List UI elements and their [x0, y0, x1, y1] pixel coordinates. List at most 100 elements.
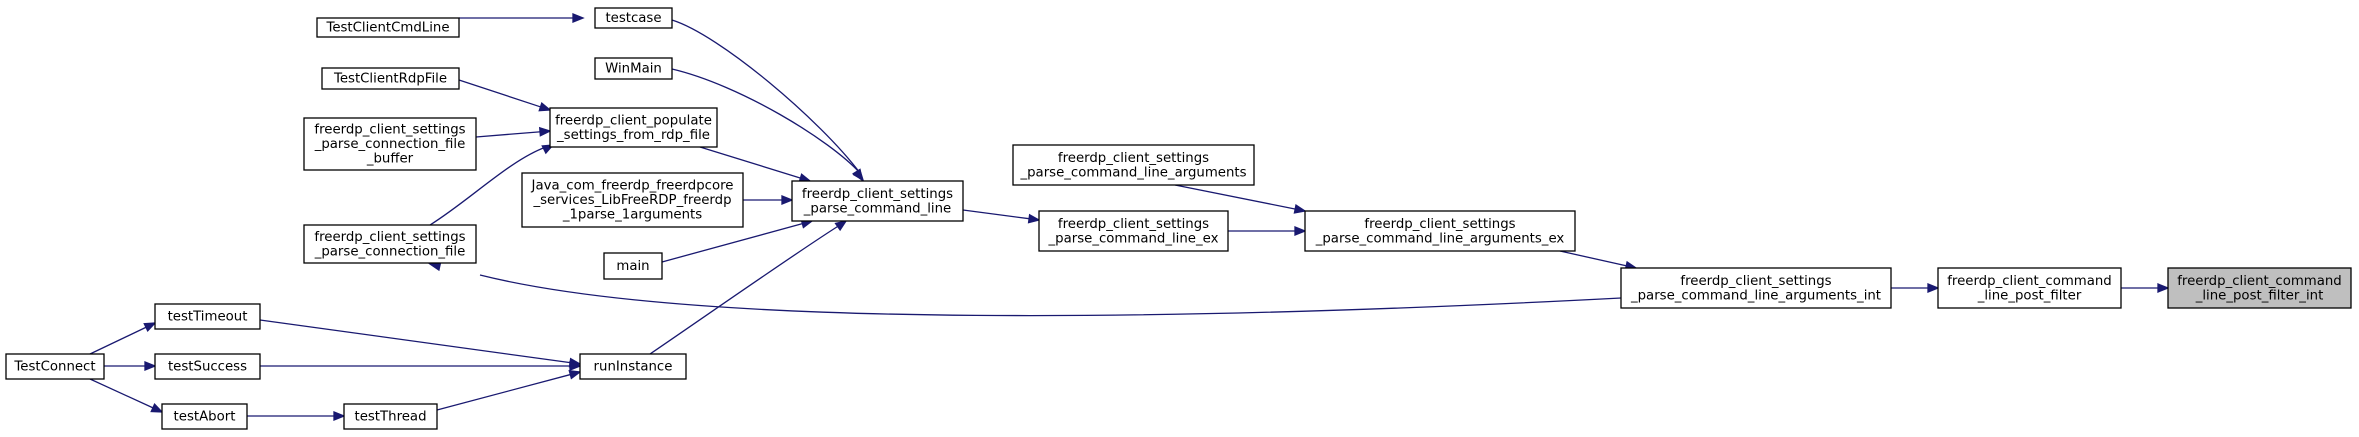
node-testconnect-box[interactable] — [5, 353, 105, 380]
node-parse-connection-file[interactable]: freerdp_client_settings_parse_connection… — [303, 224, 477, 264]
node-testthread-box[interactable] — [343, 403, 438, 430]
edge-parse-command-line-arguments-int-to-parse-connection-file-line — [479, 274, 1622, 317]
node-java-parse-arguments-label-line-0: Java_com_freerdp_freerdpcore — [531, 179, 734, 194]
node-runinstance[interactable]: runInstance — [579, 353, 687, 380]
node-testcase[interactable]: testcase — [594, 7, 673, 29]
node-parse-command-line-arguments[interactable]: freerdp_client_settings_parse_command_li… — [1012, 144, 1255, 186]
node-java-parse-arguments-box[interactable] — [521, 172, 744, 228]
edge-winmain-to-parse-command-line — [671, 68, 865, 182]
node-java-parse-arguments-label-line-1: _services_LibFreeRDP_freerdp — [532, 193, 731, 208]
edge-testconnect-to-testabort-arrowhead — [150, 403, 164, 413]
edge-parse-command-line-arguments-to-parse-command-line-arguments-ex-arrowhead — [1293, 204, 1307, 214]
node-winmain-label-line-0: WinMain — [605, 62, 662, 77]
node-parse-command-line[interactable]: freerdp_client_settings_parse_command_li… — [791, 180, 964, 222]
node-testsuccess-box[interactable] — [154, 353, 261, 380]
node-main[interactable]: main — [603, 252, 663, 280]
edge-command-line-post-filter-to-command-line-post-filter-int — [2121, 283, 2170, 293]
node-parse-command-line-ex-label-line-1: _parse_command_line_ex — [1048, 231, 1219, 246]
edge-testsuccess-to-runinstance-arrowhead — [569, 361, 582, 371]
node-testconnect-label-line-0: TestConnect — [13, 360, 95, 375]
edge-parse-command-line-ex-to-parse-command-line-arguments-ex-arrowhead — [1294, 226, 1307, 236]
node-parse-connection-file-buffer-label-line-1: _parse_connection_file — [314, 137, 466, 152]
node-parse-connection-file-buffer-label-line-0: freerdp_client_settings — [314, 123, 465, 138]
edge-parse-command-line-arguments-ex-to-parse-command-line-arguments-int-line — [1559, 250, 1628, 267]
node-parse-command-line-ex[interactable]: freerdp_client_settings_parse_command_li… — [1038, 210, 1229, 252]
edge-runinstance-to-parse-command-line-line — [649, 224, 841, 355]
node-command-line-post-filter[interactable]: freerdp_client_command_line_post_filter — [1937, 267, 2122, 309]
edge-runinstance-to-parse-command-line-arrowhead — [834, 219, 848, 232]
edge-parse-command-line-arguments-ex-to-parse-command-line-arguments-int — [1559, 250, 1638, 271]
node-parse-command-line-arguments-box[interactable] — [1012, 144, 1255, 186]
edge-testconnect-to-testtimeout — [89, 322, 157, 355]
node-command-line-post-filter-label-line-1: _line_post_filter — [1977, 288, 2082, 303]
edge-testconnect-to-testabort — [89, 378, 164, 413]
edge-main-to-parse-command-line — [661, 219, 814, 263]
node-testsuccess[interactable]: testSuccess — [154, 353, 261, 380]
edge-command-line-post-filter-to-command-line-post-filter-int-arrowhead — [2157, 283, 2170, 293]
node-testcase-box[interactable] — [594, 7, 673, 29]
node-parse-command-line-label-line-1: _parse_command_line — [803, 201, 951, 216]
node-parse-command-line-ex-label-line-0: freerdp_client_settings — [1058, 217, 1209, 232]
edge-testclientrdpfile-to-populate-from-rdp-file — [458, 79, 552, 112]
node-testabort[interactable]: testAbort — [161, 403, 248, 430]
node-main-box[interactable] — [603, 252, 663, 280]
node-testclientrdpfile-box[interactable] — [321, 67, 460, 90]
edge-testconnect-to-testsuccess — [104, 361, 157, 371]
edge-testabort-to-testthread — [247, 411, 346, 421]
node-parse-command-line-arguments-ex-box[interactable] — [1304, 210, 1576, 252]
node-parse-command-line-arguments-label-line-1: _parse_command_line_arguments — [1019, 165, 1246, 180]
node-parse-connection-file-box[interactable] — [303, 224, 477, 264]
edge-parse-connection-file-buffer-to-populate-from-rdp-file-arrowhead — [538, 126, 552, 137]
edge-testclientcmdline-to-testcase-arrowhead — [572, 13, 585, 23]
node-testconnect[interactable]: TestConnect — [5, 353, 105, 380]
edge-populate-from-rdp-file-to-parse-command-line — [699, 146, 812, 183]
edge-winmain-to-parse-command-line-arrowhead — [852, 168, 865, 182]
edge-main-to-parse-command-line-line — [661, 222, 804, 263]
node-winmain-box[interactable] — [594, 57, 673, 80]
node-winmain[interactable]: WinMain — [594, 57, 673, 80]
node-testtimeout-box[interactable] — [154, 303, 261, 330]
node-command-line-post-filter-int[interactable]: freerdp_client_command_line_post_filter_… — [2167, 267, 2352, 309]
node-testclientcmdline-box[interactable] — [316, 17, 460, 38]
node-testclientrdpfile[interactable]: TestClientRdpFile — [321, 67, 460, 90]
node-command-line-post-filter-int-label-line-1: _line_post_filter_int — [2195, 288, 2324, 303]
node-parse-command-line-arguments-int-label-line-1: _parse_command_line_arguments_int — [1630, 288, 1881, 303]
node-command-line-post-filter-int-box[interactable] — [2167, 267, 2352, 309]
node-parse-command-line-box[interactable] — [791, 180, 964, 222]
edge-java-parse-arguments-to-parse-command-line-arrowhead — [781, 195, 794, 205]
edge-testconnect-to-testsuccess-arrowhead — [144, 361, 157, 371]
edge-parse-command-line-arguments-to-parse-command-line-arguments-ex — [1174, 184, 1307, 214]
node-command-line-post-filter-int-label-line-0: freerdp_client_command — [2177, 274, 2342, 289]
node-testthread-label-line-0: testThread — [354, 410, 426, 425]
node-parse-command-line-arguments-ex-label-line-1: _parse_command_line_arguments_ex — [1315, 231, 1565, 246]
node-populate-from-rdp-file-label-line-1: _settings_from_rdp_file — [556, 128, 710, 143]
node-testclientcmdline[interactable]: TestClientCmdLine — [316, 17, 460, 38]
node-parse-command-line-arguments-label-line-0: freerdp_client_settings — [1058, 151, 1209, 166]
node-parse-connection-file-buffer-box[interactable] — [303, 117, 477, 171]
node-parse-command-line-arguments-int[interactable]: freerdp_client_settings_parse_command_li… — [1620, 267, 1892, 309]
node-parse-command-line-arguments-int-box[interactable] — [1620, 267, 1892, 309]
node-parse-command-line-ex-box[interactable] — [1038, 210, 1229, 252]
node-command-line-post-filter-label-line-0: freerdp_client_command — [1947, 274, 2112, 289]
edge-testtimeout-to-runinstance — [259, 319, 582, 368]
node-testthread[interactable]: testThread — [343, 403, 438, 430]
node-testtimeout[interactable]: testTimeout — [154, 303, 261, 330]
node-command-line-post-filter-box[interactable] — [1937, 267, 2122, 309]
node-parse-connection-file-buffer-label-line-2: _buffer — [366, 152, 414, 167]
node-java-parse-arguments[interactable]: Java_com_freerdp_freerdpcore_services_Li… — [521, 172, 744, 228]
node-testabort-label-line-0: testAbort — [174, 410, 236, 425]
node-runinstance-box[interactable] — [579, 353, 687, 380]
node-testabort-box[interactable] — [161, 403, 248, 430]
node-populate-from-rdp-file-label-line-0: freerdp_client_populate — [555, 113, 712, 128]
node-parse-command-line-arguments-ex[interactable]: freerdp_client_settings_parse_command_li… — [1304, 210, 1576, 252]
edge-testcase-to-parse-command-line — [671, 19, 863, 182]
edge-parse-command-line-to-parse-command-line-ex-arrowhead — [1027, 213, 1041, 224]
node-parse-command-line-arguments-ex-label-line-0: freerdp_client_settings — [1364, 217, 1515, 232]
edge-java-parse-arguments-to-parse-command-line — [743, 195, 794, 205]
node-populate-from-rdp-file[interactable]: freerdp_client_populate_settings_from_rd… — [549, 107, 718, 148]
node-testclientcmdline-label-line-0: TestClientCmdLine — [325, 21, 449, 36]
node-populate-from-rdp-file-box[interactable] — [549, 107, 718, 148]
node-parse-connection-file-buffer[interactable]: freerdp_client_settings_parse_connection… — [303, 117, 477, 171]
